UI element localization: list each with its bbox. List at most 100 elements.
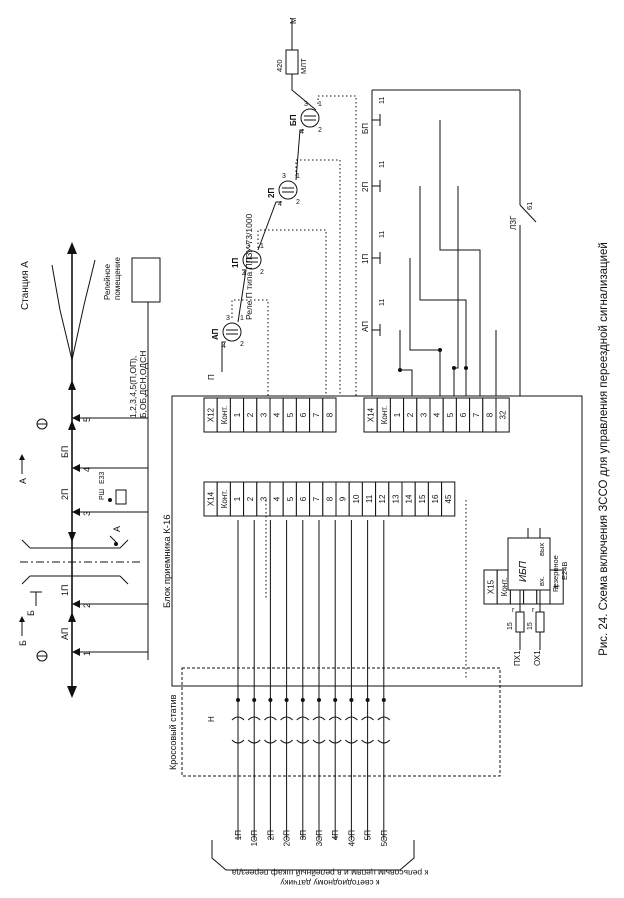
contact-chain: 61 ЛЗГ АП 11 1П 11 2П 11 БП 11 [361, 89, 537, 396]
power-supply: ИБП вх. вых Резервное Е24В 15 15 r r ПХ1… [507, 528, 569, 666]
x14l-pin: 11 [365, 494, 374, 503]
point-3: 3 [82, 511, 92, 516]
x14l-pin: 14 [405, 494, 414, 503]
relay-pin: 1 [296, 173, 300, 180]
fuse-rating: 15 [527, 622, 534, 630]
relay-room-label-1: Релейное [103, 263, 112, 300]
arrow-end-icon [67, 242, 77, 254]
cross-wire-label: 4ОП [347, 830, 356, 847]
cross-rack-frame [181, 667, 501, 777]
reserve-label-1: Резервное [551, 555, 560, 592]
contact-1p: 1П 11 [361, 231, 386, 264]
x12-name: Х12 [207, 407, 216, 422]
x12-pin: 5 [286, 412, 295, 417]
section-bp: БП [60, 446, 70, 458]
m-label: М [289, 17, 298, 24]
relay-pin: 4 [300, 129, 304, 136]
relay-pin: 3 [246, 243, 250, 250]
ezz-label: Е33 [99, 471, 106, 484]
relay-bp-label: БП [289, 114, 298, 126]
relay-pin: 4 [278, 201, 282, 208]
cross-wire-label: 5ОП [380, 830, 389, 847]
x15-name: Х15 [487, 579, 496, 594]
point-5: 5 [82, 417, 92, 422]
x14r-pin: 3 [419, 412, 428, 417]
section-2p: 2П [60, 489, 70, 500]
relay-2p-label: 2П [267, 188, 276, 198]
x14l-pin: 2 [246, 496, 255, 501]
cross-wire-label: 4П [331, 830, 340, 840]
px1-label: ПХ1 [513, 650, 522, 666]
receiver-title: Блок приемника К-16 [162, 514, 173, 608]
x12-pin: 4 [273, 412, 282, 417]
arrow-end-icon [67, 686, 77, 698]
contact-number: 11 [379, 97, 386, 104]
ibp-out: вых [537, 543, 546, 556]
x14r-pin: 2 [406, 412, 415, 417]
x14l-name: Х14 [207, 491, 216, 506]
relay-pin: 2 [296, 199, 300, 206]
contact-number: 11 [379, 299, 386, 306]
x14l-pin: 12 [378, 494, 387, 503]
x14l-pin: 16 [431, 494, 440, 503]
x14l-pin: 15 [418, 494, 427, 503]
x14l-pin: 4 [273, 496, 282, 501]
contact-label: 2П [361, 182, 370, 192]
contact-label: АП [361, 321, 370, 332]
mlt-label: МЛТ [299, 58, 308, 74]
rsh-box [115, 489, 127, 505]
cross-wire-label: 5П [364, 830, 373, 840]
fuse-r: r [512, 607, 515, 614]
contact-bp: БП 11 [361, 97, 386, 134]
x14l-pin: 7 [312, 496, 321, 501]
relay-1p-label: 1П [231, 258, 240, 268]
x14l-pin: 10 [352, 494, 361, 503]
cross-wire-label: 3ОП [315, 830, 324, 847]
joint-icon [68, 420, 76, 430]
rsh-label: РШ [99, 489, 106, 500]
x14r-kont: Конт. [380, 406, 389, 425]
cross-wire-label: 1ОП [250, 830, 259, 847]
x15-pin: 4 [553, 584, 562, 589]
joint-icon [68, 612, 76, 622]
fuse-ox1 [535, 611, 545, 633]
marker-a: А [112, 526, 122, 532]
contact-number: 11 [379, 161, 386, 168]
reserve-label-2: Е24В [560, 562, 569, 580]
h-label: Н [207, 716, 216, 722]
point-1: 1 [82, 651, 92, 656]
relay-pin: 1 [240, 315, 244, 322]
relay-pin: 3 [304, 101, 308, 108]
x14r-pin: 8 [485, 412, 494, 417]
marker-b: Б [26, 610, 36, 616]
lzg-label: ЛЗГ [509, 215, 518, 230]
relay-1p-icon [242, 250, 262, 270]
resistor-icon [285, 49, 299, 75]
lzg-number: 61 [525, 202, 534, 210]
x15-kont: Конт. [500, 578, 509, 597]
relay-room-box [131, 257, 161, 303]
relay-pin: 3 [226, 315, 230, 322]
contact-label: БП [361, 123, 370, 134]
joint-icon [68, 532, 76, 542]
relay-bp-icon [300, 108, 320, 128]
bottom-text-2: к рельсовым цепям и в релейный шкаф пере… [231, 868, 428, 878]
x14r-pin: 5 [446, 412, 455, 417]
relay-pin: 4 [222, 343, 226, 350]
joint-icon [68, 380, 76, 390]
x12-pin: 8 [325, 412, 334, 417]
x14r-pin: 32 [499, 410, 508, 419]
x14l-kont: Конт. [220, 490, 229, 509]
ibp-in: вх. [537, 576, 546, 586]
r420-label: 420 [275, 59, 284, 72]
x12-pin: 2 [246, 412, 255, 417]
x14r-pin: 1 [393, 412, 402, 417]
relay-ap-label: АП [211, 328, 220, 340]
cable-label-2: Б,ОБ,ДСН,ОДСН [138, 351, 148, 418]
x14l-pin: 3 [259, 496, 268, 501]
x14l-pin: 45 [444, 494, 453, 503]
